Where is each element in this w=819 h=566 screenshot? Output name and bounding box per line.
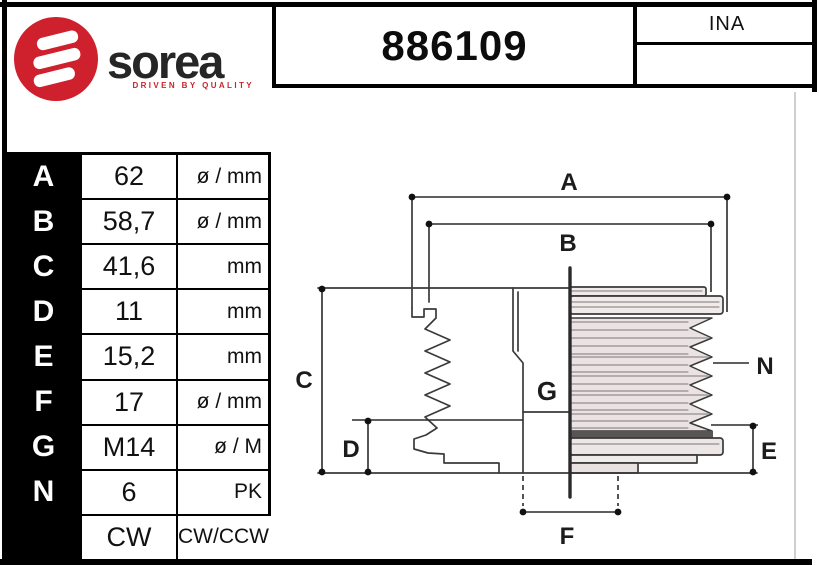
brand-logo: sorea DRIVEN BY QUALITY [7, 7, 272, 117]
dimension-unit: PK [176, 470, 268, 514]
manufacturer-name: INA [637, 7, 817, 45]
table-row: G M14 ø / M [7, 425, 268, 471]
dim-label-a: A [560, 169, 577, 196]
dimension-endpoint-dots [318, 193, 757, 516]
dimension-key [7, 515, 80, 559]
dimension-value: M14 [80, 425, 176, 469]
table-row: D 11 mm [7, 290, 268, 336]
dimension-key: B [7, 200, 80, 244]
dimension-key: D [7, 290, 80, 334]
table-row: CW CW/CCW [7, 515, 275, 559]
dimension-unit: CW/CCW [176, 515, 275, 559]
dimension-value: 41,6 [80, 245, 176, 289]
dimension-value: CW [80, 515, 176, 559]
dimensions-table: A 62 ø / mm B 58,7 ø / mm C 41,6 mm D 11… [7, 152, 275, 559]
dimension-key: N [7, 470, 80, 514]
dim-label-e: E [761, 438, 777, 465]
dimension-unit: ø / mm [176, 155, 268, 199]
dimension-value: 58,7 [80, 200, 176, 244]
table-row: B 58,7 ø / mm [7, 200, 268, 246]
dimension-unit: mm [176, 290, 268, 334]
dimension-value: 17 [80, 380, 176, 424]
dimension-key: F [7, 380, 80, 424]
table-row: E 15,2 mm [7, 335, 268, 381]
page-border-left [2, 0, 7, 561]
dimension-key: C [7, 245, 80, 289]
dimension-unit: ø / mm [176, 200, 268, 244]
table-row: N 6 PK [7, 470, 268, 516]
dimension-value: 11 [80, 290, 176, 334]
table-row: A 62 ø / mm [7, 155, 268, 201]
dim-label-f: F [560, 523, 575, 550]
dimension-key: E [7, 335, 80, 379]
part-number-box: 886109 [272, 7, 633, 88]
dimension-value: 15,2 [80, 335, 176, 379]
dimension-unit: mm [176, 335, 268, 379]
dim-label-g: G [537, 376, 557, 406]
brand-name: sorea [107, 35, 225, 88]
page-border-top [0, 2, 817, 7]
dim-label-c: C [295, 367, 312, 394]
part-number: 886109 [381, 21, 528, 69]
manufacturer-box: INA [633, 7, 817, 88]
dimension-unit: ø / mm [176, 380, 268, 424]
sorea-logo-icon: sorea DRIVEN BY QUALITY [14, 17, 254, 101]
page-border-bottom [0, 559, 812, 565]
dimension-key: A [7, 155, 80, 199]
scan-artifact-line [794, 92, 796, 559]
page-border-right [812, 0, 817, 92]
dimension-unit: ø / M [176, 425, 268, 469]
table-row: C 41,6 mm [7, 245, 268, 291]
dim-label-b: B [559, 230, 576, 257]
dimension-value: 6 [80, 470, 176, 514]
dimension-key: G [7, 425, 80, 469]
dimension-unit: mm [176, 245, 268, 289]
dimension-value: 62 [80, 155, 176, 199]
table-row: F 17 ø / mm [7, 380, 268, 426]
dim-label-d: D [342, 436, 359, 463]
brand-tagline: DRIVEN BY QUALITY [132, 81, 254, 90]
dim-label-n: N [756, 353, 773, 380]
